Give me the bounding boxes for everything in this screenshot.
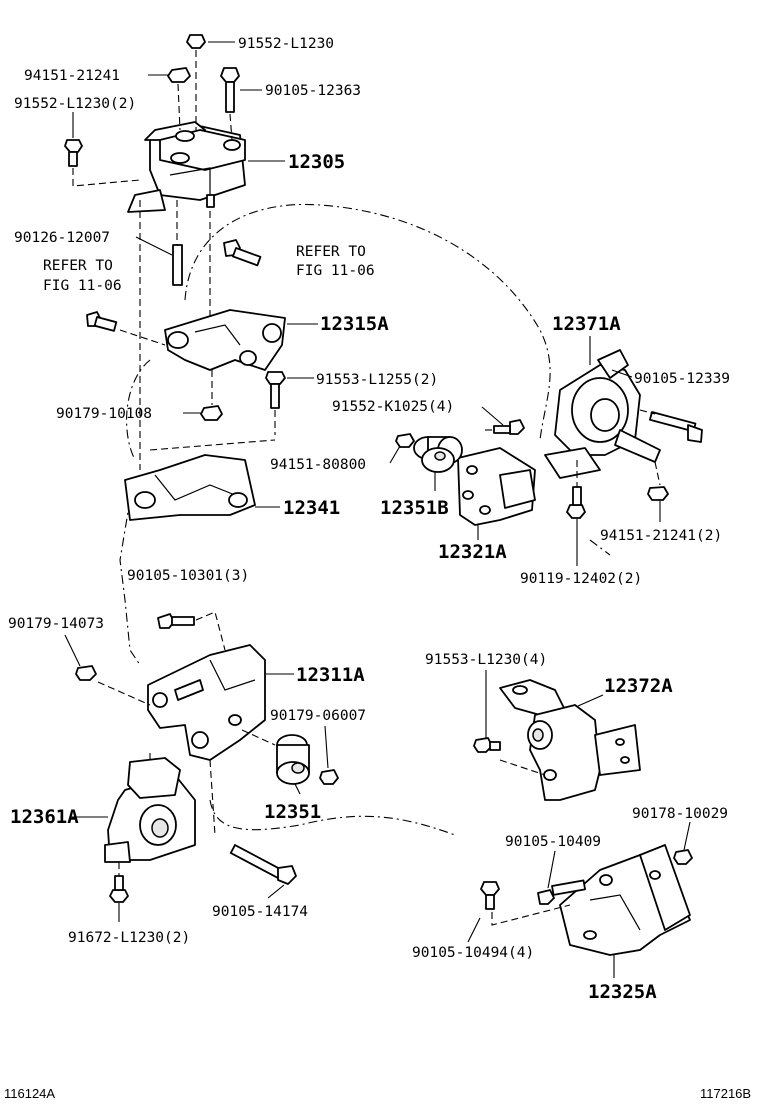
label-90105-14174: 90105-14174	[212, 904, 308, 920]
label-94151-21241-2: 94151-21241(2)	[600, 528, 722, 544]
label-91552-L1230-2: 91552-L1230(2)	[14, 96, 136, 112]
label-12371A: 12371A	[552, 313, 621, 335]
label-94151-21241: 94151-21241	[24, 68, 120, 84]
bracket-12325A	[559, 844, 691, 956]
label-90105-12339: 90105-12339	[634, 371, 730, 387]
bolt-91553-L1230-4	[473, 737, 546, 776]
label-90178-10029: 90178-10029	[632, 806, 728, 822]
engine-mount-12361A	[104, 750, 196, 863]
bolt-90105-10494-4	[480, 881, 571, 926]
bushing-12351B	[413, 436, 463, 473]
label-12361A: 12361A	[10, 806, 79, 828]
bolt-refer-left	[86, 311, 166, 346]
footer-codes: 116124A 117216B	[4, 1086, 751, 1101]
label-91552-K1025-4: 91552-K1025(4)	[332, 399, 454, 415]
bracket-12341	[124, 200, 276, 521]
bracket-12311A	[147, 644, 266, 761]
bolt-refer-right	[223, 239, 262, 267]
bolt-90105-14174	[209, 759, 297, 885]
bolt-90105-10301	[157, 611, 226, 651]
bushing-12351	[276, 734, 310, 785]
label-90179-14073: 90179-14073	[8, 616, 104, 632]
label-12315A: 12315A	[320, 313, 389, 335]
bracket-12315A	[164, 309, 286, 371]
label-90105-10301-3: 90105-10301(3)	[127, 568, 249, 584]
label-12372A: 12372A	[604, 675, 673, 697]
label-91672-L1230-2: 91672-L1230(2)	[68, 930, 190, 946]
label-12341: 12341	[283, 497, 340, 519]
nut-90179-14073	[75, 665, 151, 706]
nut-90179-10108	[200, 370, 223, 421]
label-12325A: 12325A	[588, 981, 657, 1003]
bolt-91552-L1230-2	[64, 139, 141, 187]
assembly-outline-lines	[119, 203, 611, 836]
label-90126-12007: 90126-12007	[14, 230, 110, 246]
engine-mount-12305	[127, 121, 246, 213]
nut-90179-06007	[241, 729, 339, 785]
label-91553-L1230-4: 91553-L1230(4)	[425, 652, 547, 668]
label-90119-12402-2: 90119-12402(2)	[520, 571, 642, 587]
bolt-91553-L1255	[265, 371, 286, 435]
bracket-12321A	[457, 447, 536, 526]
label-90105-12363: 90105-12363	[265, 83, 361, 99]
bolt-90105-10409	[537, 879, 586, 905]
bolt-91672-L1230	[109, 862, 129, 903]
label-fig-11-06-left: FIG 11-06	[43, 278, 122, 294]
bolt-91552-K1025	[485, 419, 525, 435]
leader-lines	[64, 41, 691, 978]
label-94151-80800: 94151-80800	[270, 457, 366, 473]
bolt-90105-12363	[220, 67, 240, 141]
label-12321A: 12321A	[438, 541, 507, 563]
label-90179-06007: 90179-06007	[270, 708, 366, 724]
label-12351: 12351	[264, 801, 321, 823]
stud-90126-12007	[172, 194, 215, 320]
label-12305: 12305	[288, 151, 345, 173]
label-90105-10409: 90105-10409	[505, 834, 601, 850]
footer-right-code: 117216B	[700, 1086, 751, 1101]
engine-mount-12371A	[544, 349, 703, 486]
part-number-labels: 91552-L1230 94151-21241 90105-12363 9155…	[8, 36, 730, 1003]
label-12351B: 12351B	[380, 497, 449, 519]
label-refer-to-left: REFER TO	[43, 258, 113, 274]
engine-mount-12372A	[499, 679, 641, 801]
bolt-90119-12402	[566, 460, 586, 519]
label-91552-L1230: 91552-L1230	[238, 36, 334, 52]
label-fig-11-06-right: FIG 11-06	[296, 263, 375, 279]
nut-94151-21241-2	[647, 486, 669, 501]
label-12311A: 12311A	[296, 664, 365, 686]
nut-90178-10029	[673, 849, 693, 865]
nut-94151-21241	[167, 67, 191, 131]
label-refer-to-right: REFER TO	[296, 244, 366, 260]
label-91553-L1255-2: 91553-L1255(2)	[316, 372, 438, 388]
label-90105-10494-4: 90105-10494(4)	[412, 945, 534, 961]
bolt-91552-L1230-top	[186, 34, 206, 130]
nut-94151-80800	[395, 433, 415, 448]
label-90179-10108: 90179-10108	[56, 406, 152, 422]
footer-left-code: 116124A	[4, 1086, 55, 1101]
